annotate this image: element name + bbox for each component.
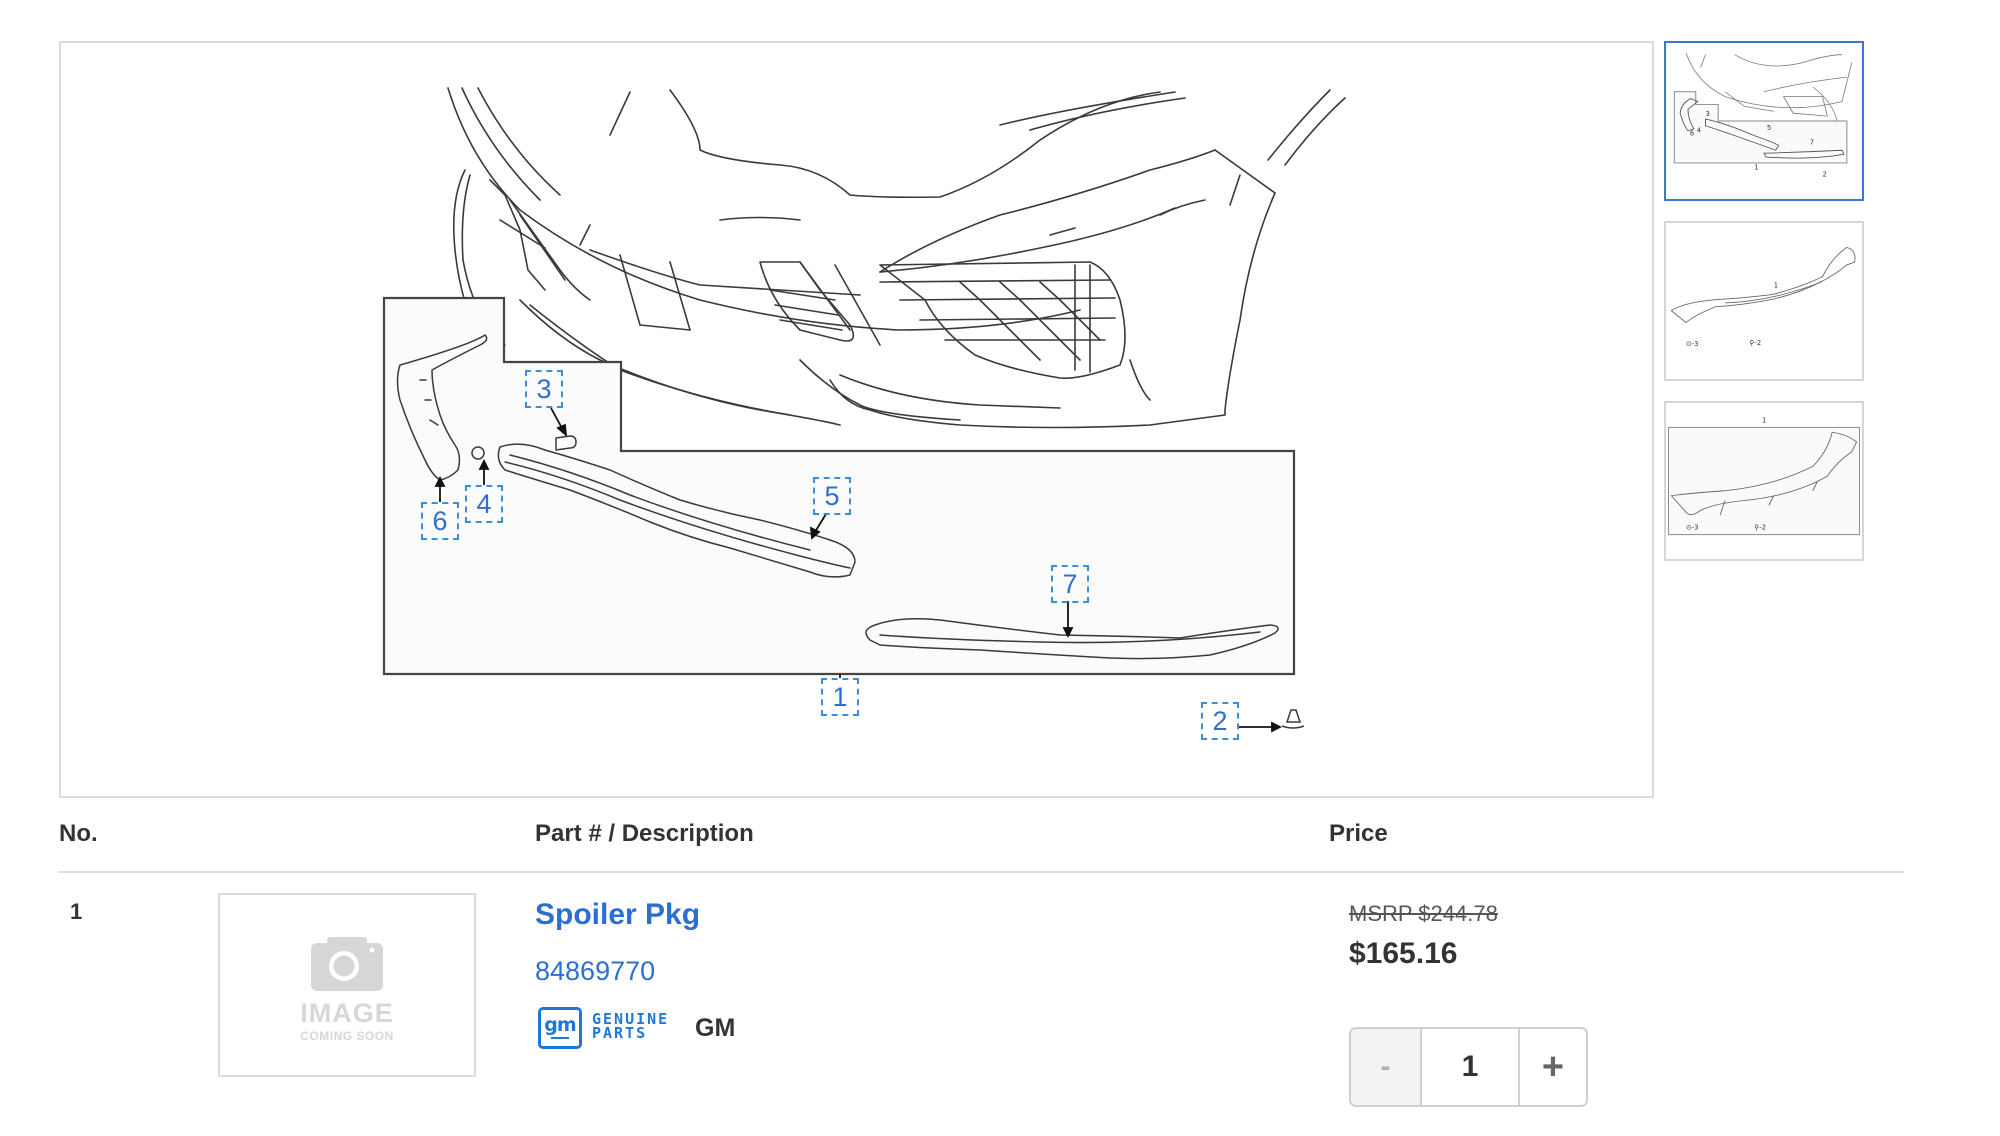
- gm-logo-underline: [551, 1037, 569, 1039]
- svg-text:1: 1: [1754, 164, 1758, 172]
- placeholder-subtitle: COMING SOON: [300, 1029, 394, 1043]
- svg-text:2: 2: [1823, 171, 1827, 179]
- header-no: No.: [59, 820, 98, 847]
- callout-4[interactable]: 4: [465, 485, 503, 523]
- svg-text:1: 1: [1762, 417, 1766, 425]
- part-name-link[interactable]: Spoiler Pkg: [535, 898, 701, 931]
- svg-text:⊙-3: ⊙-3: [1686, 340, 1699, 348]
- quantity-stepper[interactable]: - +: [1349, 1027, 1588, 1107]
- sale-price: $165.16: [1349, 937, 1458, 970]
- genuine-parts-line1: GENUINE: [592, 1010, 670, 1028]
- genuine-parts-badge: GENUINE PARTS: [592, 1010, 670, 1042]
- thumbnail-2-diagram: 1 ⊙-3 ⚲-2: [1670, 246, 1856, 348]
- svg-text:6: 6: [1690, 130, 1694, 138]
- svg-text:4: 4: [1697, 127, 1701, 135]
- header-description: Part # / Description: [535, 820, 754, 847]
- callout-2[interactable]: 2: [1201, 702, 1239, 740]
- callout-1[interactable]: 1: [821, 678, 859, 716]
- brand-label: GM: [695, 1014, 736, 1042]
- thumbnail-2[interactable]: 1 ⊙-3 ⚲-2: [1664, 221, 1864, 381]
- svg-text:1: 1: [1774, 281, 1778, 289]
- quantity-input[interactable]: [1422, 1029, 1520, 1105]
- increase-quantity-button[interactable]: +: [1520, 1029, 1586, 1105]
- genuine-parts-line2: PARTS: [592, 1024, 648, 1042]
- svg-text:⚲-2: ⚲-2: [1754, 524, 1766, 532]
- thumbnail-3[interactable]: 1 ⊙-3 ⚲-2: [1664, 401, 1864, 561]
- callout-5[interactable]: 5: [813, 477, 851, 515]
- callout-6[interactable]: 6: [421, 502, 459, 540]
- part-number-link[interactable]: 84869770: [535, 956, 656, 986]
- header-price: Price: [1329, 820, 1388, 847]
- svg-text:3: 3: [1706, 110, 1710, 118]
- thumbnail-3-diagram: 1 ⊙-3 ⚲-2: [1667, 417, 1861, 536]
- svg-text:⊙-3: ⊙-3: [1686, 524, 1699, 532]
- gm-logo-text: gm: [544, 1014, 576, 1036]
- callout-7[interactable]: 7: [1051, 565, 1089, 603]
- part-image-placeholder[interactable]: IMAGE COMING SOON: [218, 893, 476, 1077]
- table-header-divider: [59, 871, 1904, 873]
- gm-logo-icon: gm: [538, 1007, 582, 1049]
- svg-text:5: 5: [1767, 124, 1771, 132]
- decrease-quantity-button[interactable]: -: [1351, 1029, 1422, 1105]
- callout-3[interactable]: 3: [525, 370, 563, 408]
- msrp-price: MSRP $244.78: [1349, 901, 1498, 926]
- placeholder-title: IMAGE: [300, 998, 394, 1028]
- svg-text:⚲-2: ⚲-2: [1749, 339, 1761, 347]
- row-number: 1: [70, 899, 83, 924]
- svg-text:7: 7: [1810, 138, 1814, 146]
- camera-icon: [311, 937, 383, 991]
